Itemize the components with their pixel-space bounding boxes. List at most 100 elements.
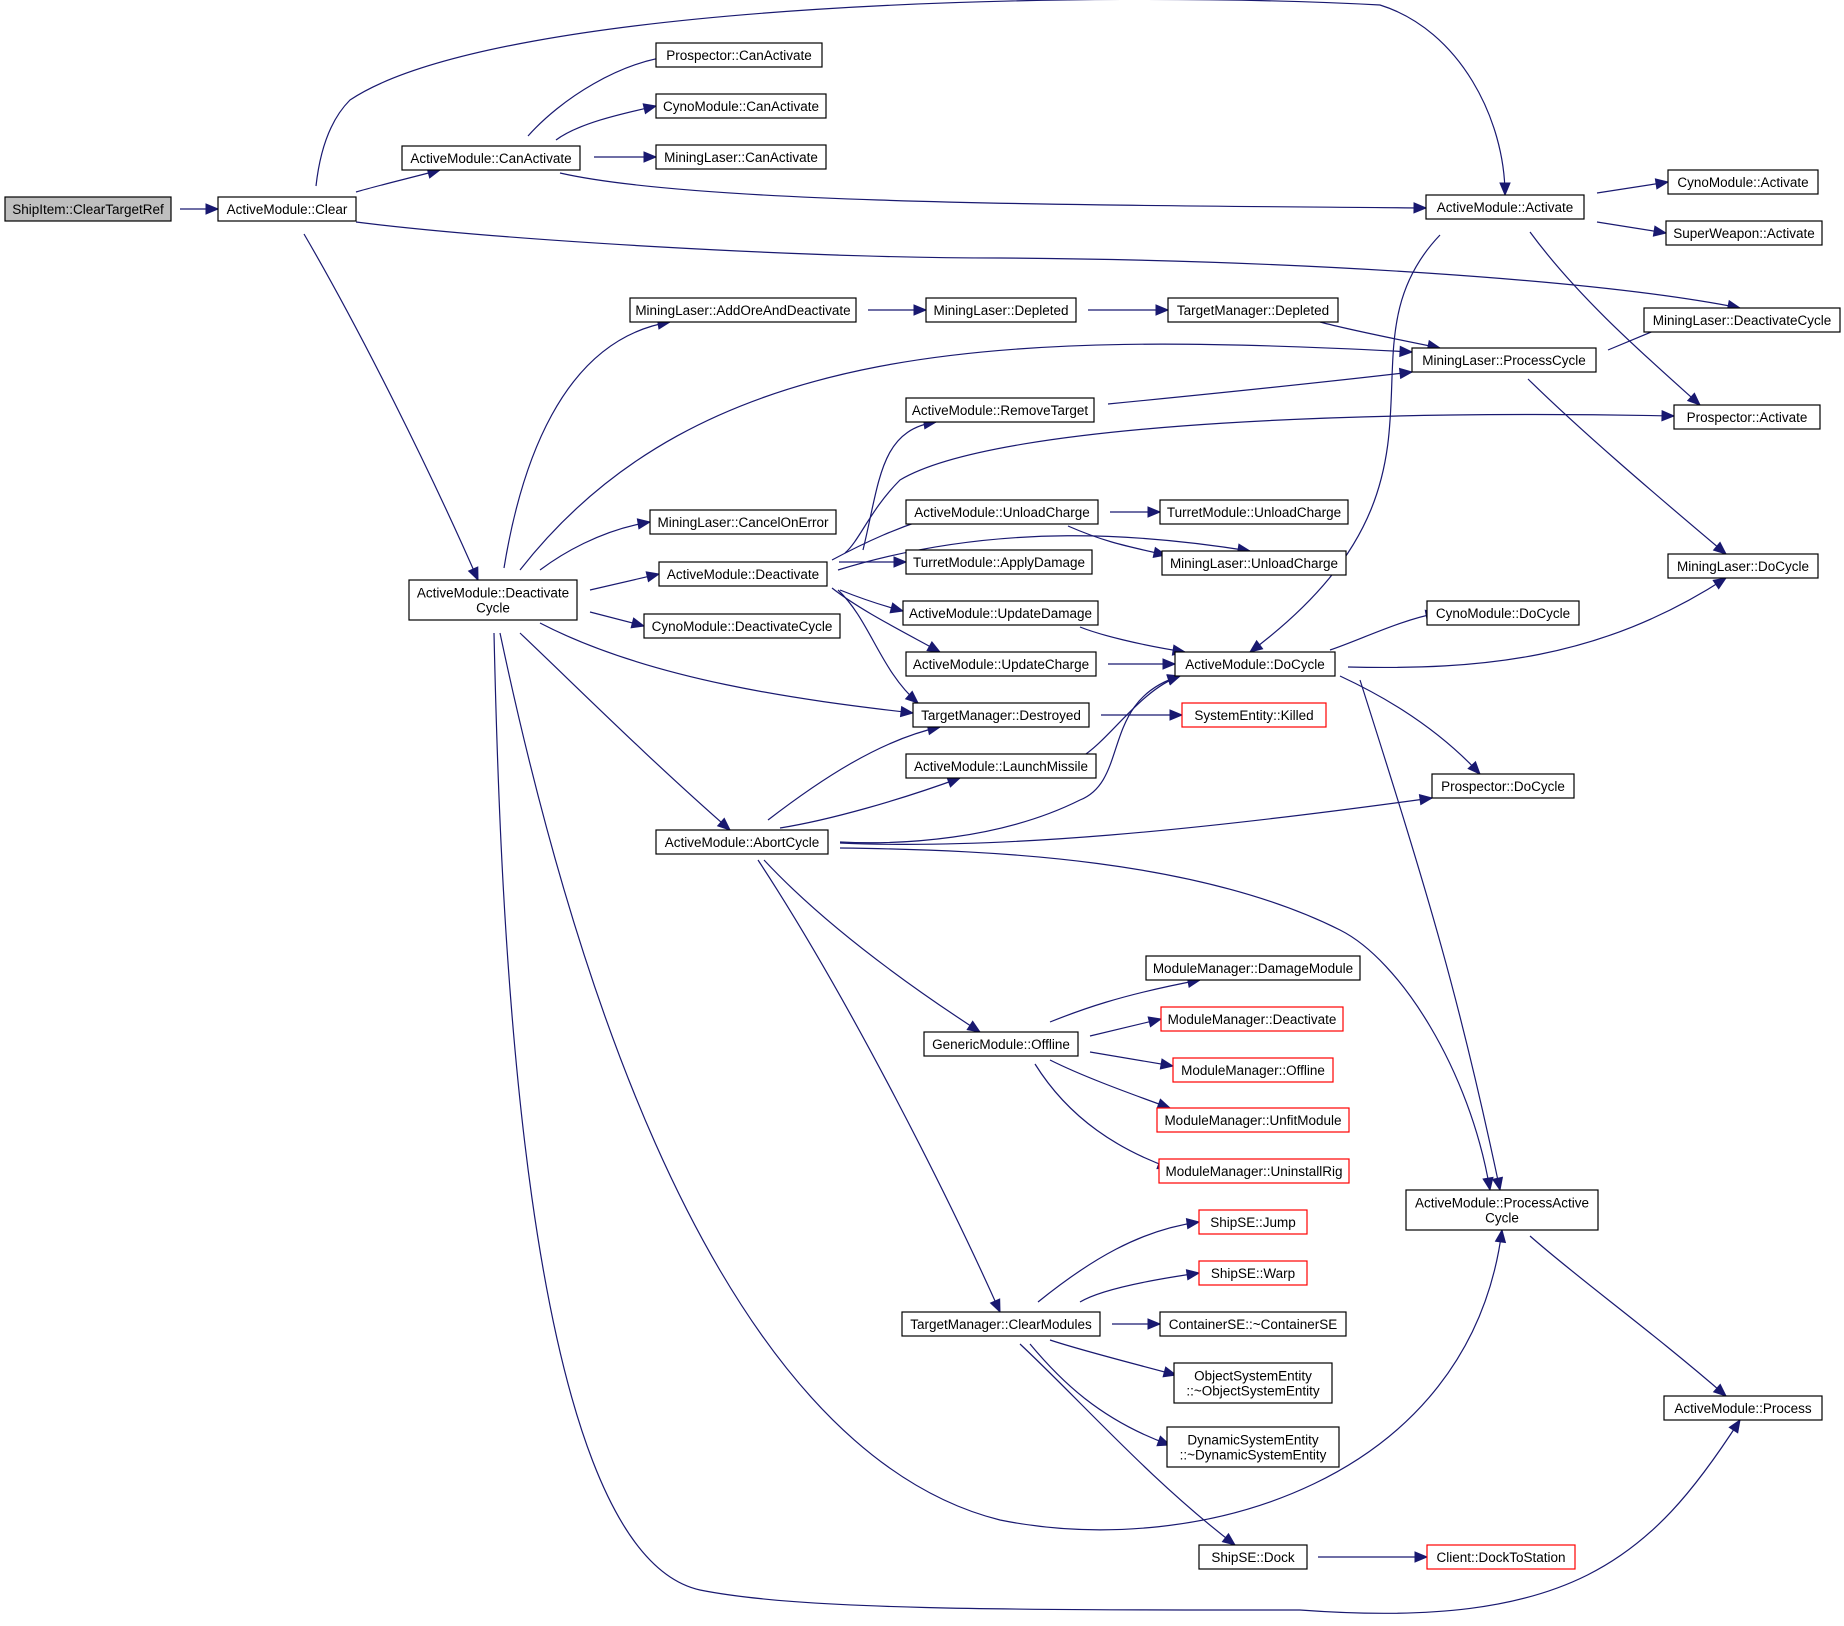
node-cynomodule-deactivatecycle[interactable]: CynoModule::DeactivateCycle	[643, 613, 841, 639]
arrowhead-icon	[1156, 1098, 1172, 1110]
node-shipse-warp[interactable]: ShipSE::Warp	[1198, 1260, 1308, 1286]
edge-activemodule-clear-to-shipitem-cleartargetref	[180, 203, 220, 215]
node-box	[655, 144, 827, 170]
node-label: MiningLaser::CancelOnError	[657, 515, 829, 530]
node-activemodule-deactivatecycle[interactable]: ActiveModule::DeactivateCycle	[408, 579, 578, 621]
node-activemodule-abortcycle[interactable]: ActiveModule::AbortCycle	[655, 829, 829, 855]
node-mininglaser-deactivatecycle[interactable]: MiningLaser::DeactivateCycle	[1643, 307, 1841, 333]
edge-line	[559, 172, 1427, 209]
node-mininglaser-docycle[interactable]: MiningLaser::DoCycle	[1667, 553, 1819, 579]
node-turretmodule-unloadcharge[interactable]: TurretModule::UnloadCharge	[1159, 499, 1349, 525]
edge-line	[315, 0, 1506, 196]
edge-mininglaser-processcycle-to-activemodule-deactivatecycle	[519, 343, 1414, 571]
edge-turretmodule-applydamage-to-activemodule-deactivate	[839, 556, 908, 568]
arrowhead-icon	[1147, 1016, 1163, 1028]
edge-prospector-docycle-to-activemodule-abortcycle	[839, 794, 1434, 845]
node-shipse-dock[interactable]: ShipSE::Dock	[1198, 1544, 1308, 1570]
edge-line	[1529, 231, 1701, 406]
node-cynomodule-docycle[interactable]: CynoModule::DoCycle	[1426, 600, 1580, 626]
node-systementity-killed[interactable]: SystemEntity::Killed	[1181, 702, 1327, 728]
edge-activemodule-updatecharge-to-activemodule-deactivate	[831, 587, 942, 653]
node-activemodule-canactivate[interactable]: ActiveModule::CanActivate	[401, 145, 581, 171]
node-genericmodule-offline[interactable]: GenericModule::Offline	[923, 1031, 1079, 1057]
node-targetmanager-depleted[interactable]: TargetManager::Depleted	[1167, 297, 1339, 323]
node-box	[1426, 1544, 1576, 1570]
node-targetmanager-clearmodules[interactable]: TargetManager::ClearModules	[901, 1311, 1101, 1337]
node-superweapon-activate[interactable]: SuperWeapon::Activate	[1665, 220, 1823, 246]
edge-line	[1079, 675, 1181, 759]
node-prospector-canactivate[interactable]: Prospector::CanActivate	[655, 42, 823, 68]
node-activemodule-docycle[interactable]: ActiveModule::DoCycle	[1174, 651, 1336, 677]
node-label: MiningLaser::Depleted	[933, 303, 1068, 318]
node-shipse-jump[interactable]: ShipSE::Jump	[1198, 1209, 1308, 1235]
node-client-docktostation[interactable]: Client::DockToStation	[1426, 1544, 1576, 1570]
node-cynomodule-activate[interactable]: CynoModule::Activate	[1667, 169, 1819, 195]
edge-prospector-activate-to-activemodule-deactivate	[844, 409, 1676, 554]
arrowhead-icon	[467, 566, 479, 582]
node-mininglaser-addoreanddeactivate[interactable]: MiningLaser::AddOreAndDeactivate	[629, 297, 857, 323]
node-box	[905, 651, 1097, 677]
node-label: Client::DockToStation	[1436, 1550, 1565, 1565]
node-modulemanager-damagemodule[interactable]: ModuleManager::DamageModule	[1145, 955, 1361, 981]
arrowhead-icon	[1482, 1176, 1494, 1192]
node-mininglaser-depleted[interactable]: MiningLaser::Depleted	[925, 297, 1077, 323]
node-box	[1663, 1395, 1823, 1421]
node-activemodule-launchmissile[interactable]: ActiveModule::LaunchMissile	[905, 753, 1097, 779]
node-activemodule-activate[interactable]: ActiveModule::Activate	[1425, 194, 1585, 220]
edge-genericmodule-offline-to-activemodule-abortcycle	[763, 859, 982, 1033]
node-activemodule-process[interactable]: ActiveModule::Process	[1663, 1395, 1823, 1421]
arrowhead-icon	[1712, 1383, 1727, 1397]
node-label: ActiveModule::Deactivate	[667, 567, 819, 582]
edge-line	[493, 632, 1741, 1614]
node-shipitem-cleartargetref[interactable]: ShipItem::ClearTargetRef	[4, 196, 172, 222]
node-targetmanager-destroyed[interactable]: TargetManager::Destroyed	[912, 702, 1090, 728]
node-activemodule-updatedamage[interactable]: ActiveModule::UpdateDamage	[902, 600, 1099, 626]
node-prospector-activate[interactable]: Prospector::Activate	[1673, 404, 1821, 430]
edge-line	[837, 535, 1251, 571]
node-label: MiningLaser::ProcessCycle	[1422, 353, 1586, 368]
node-label: Prospector::CanActivate	[666, 48, 812, 63]
node-activemodule-unloadcharge[interactable]: ActiveModule::UnloadCharge	[905, 499, 1099, 525]
node-label: CynoModule::DoCycle	[1436, 606, 1570, 621]
node-box	[1145, 955, 1361, 981]
edge-prospector-docycle-to-activemodule-docycle	[1339, 675, 1481, 775]
arrowhead-icon	[642, 103, 658, 115]
node-cynomodule-canactivate[interactable]: CynoModule::CanActivate	[655, 93, 827, 119]
node-modulemanager-deactivate[interactable]: ModuleManager::Deactivate	[1160, 1006, 1344, 1032]
arrowhead-icon	[1169, 709, 1184, 721]
node-box	[1198, 1544, 1308, 1570]
node-containerse-dtor-containerse[interactable]: ContainerSE::~ContainerSE	[1159, 1311, 1347, 1337]
node-activemodule-deactivate[interactable]: ActiveModule::Deactivate	[658, 561, 828, 587]
node-box	[1431, 773, 1575, 799]
node-activemodule-updatecharge[interactable]: ActiveModule::UpdateCharge	[905, 651, 1097, 677]
node-activemodule-removetarget[interactable]: ActiveModule::RemoveTarget	[905, 397, 1095, 423]
arrowhead-icon	[1147, 1318, 1162, 1330]
node-modulemanager-offline[interactable]: ModuleManager::Offline	[1172, 1057, 1334, 1083]
node-activemodule-clear[interactable]: ActiveModule::Clear	[217, 196, 357, 222]
node-modulemanager-unfitmodule[interactable]: ModuleManager::UnfitModule	[1156, 1107, 1350, 1133]
node-box	[217, 196, 357, 222]
node-mininglaser-cancelonerror[interactable]: MiningLaser::CancelOnError	[649, 509, 837, 535]
node-label: ModuleManager::DamageModule	[1153, 961, 1353, 976]
node-mininglaser-processcycle[interactable]: MiningLaser::ProcessCycle	[1411, 347, 1597, 373]
edge-line	[1107, 371, 1413, 405]
node-modulemanager-uninstallrig[interactable]: ModuleManager::UninstallRig	[1158, 1158, 1350, 1184]
arrowhead-icon	[904, 690, 919, 704]
node-label: CynoModule::CanActivate	[663, 99, 819, 114]
arrowhead-icon	[1185, 1269, 1201, 1281]
arrowhead-icon	[899, 705, 915, 718]
node-mininglaser-canactivate[interactable]: MiningLaser::CanActivate	[655, 144, 827, 170]
edge-line	[1359, 679, 1501, 1191]
node-objectsystementity-dtor-objectsystementity[interactable]: ObjectSystemEntity::~ObjectSystemEntity	[1173, 1362, 1333, 1404]
node-dynamicsystementity-dtor-dynamicsystementity[interactable]: DynamicSystemEntity::~DynamicSystemEntit…	[1166, 1426, 1340, 1468]
edge-modulemanager-deactivate-to-genericmodule-offline	[1089, 1016, 1163, 1037]
edge-line	[519, 343, 1413, 571]
edge-line	[1319, 321, 1441, 349]
arrowhead-icon	[913, 304, 928, 316]
node-mininglaser-unloadcharge[interactable]: MiningLaser::UnloadCharge	[1161, 550, 1347, 576]
node-turretmodule-applydamage[interactable]: TurretModule::ApplyDamage	[905, 549, 1093, 575]
edge-prospector-activate-to-activemodule-activate	[1529, 231, 1701, 406]
node-prospector-docycle[interactable]: Prospector::DoCycle	[1431, 773, 1575, 799]
